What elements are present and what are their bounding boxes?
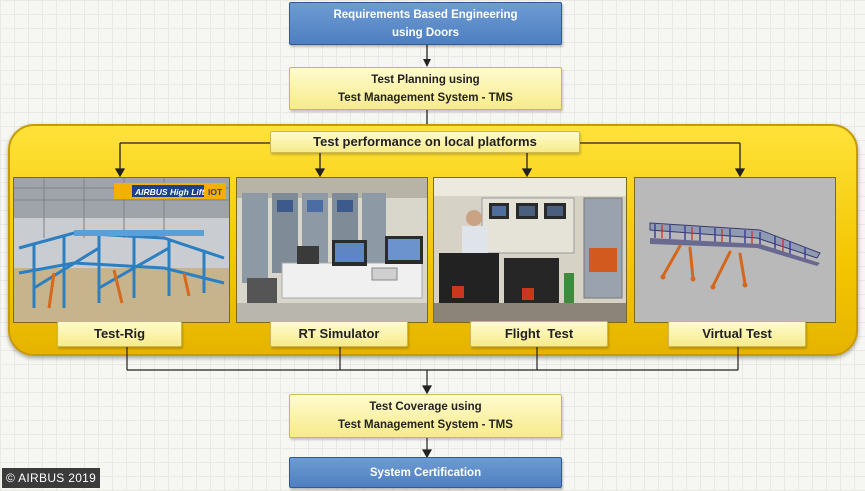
requirements-line-2: using Doors: [391, 26, 460, 39]
rt-simulator-photo: [236, 177, 428, 323]
virtual-test-photo: [634, 177, 836, 323]
coverage-line-2: Test Management System - TMS: [338, 419, 513, 431]
requirements-box: Requirements Based Engineering using Doo…: [289, 2, 562, 45]
platforms-header: Test performance on local platforms: [313, 134, 537, 149]
virtual-test-label-box: Virtual Test: [668, 321, 806, 347]
flight-test-label-box: Flight Test: [470, 321, 608, 347]
requirements-line-1: Requirements Based Engineering: [333, 8, 518, 21]
flight-test-label: Flight Test: [504, 326, 574, 341]
planning-line-2: Test Management System - TMS: [338, 91, 513, 104]
coverage-line-1: Test Coverage using: [369, 401, 482, 413]
test-rig-photo: AIRBUS High Lift IOT: [13, 177, 230, 323]
test-planning-box: Test Planning using Test Management Syst…: [289, 67, 562, 110]
test-rig-label: Test-Rig: [93, 326, 146, 341]
rt-simulator-label: RT Simulator: [298, 326, 380, 341]
virtual-test-label: Virtual Test: [702, 326, 772, 341]
copyright-notice: © AIRBUS 2019: [2, 468, 101, 488]
planning-line-1: Test Planning using: [371, 73, 480, 86]
test-coverage-box: Test Coverage using Test Management Syst…: [289, 394, 562, 438]
flight-test-photo: [433, 177, 627, 323]
test-rig-banner-text: AIRBUS High Lift: [134, 187, 206, 197]
system-certification-box: System Certification: [289, 457, 562, 488]
test-rig-banner-suffix: IOT: [208, 187, 223, 197]
test-rig-label-box: Test-Rig: [57, 321, 182, 347]
platforms-header-box: Test performance on local platforms: [270, 131, 580, 153]
rt-simulator-label-box: RT Simulator: [270, 321, 408, 347]
system-certification-label: System Certification: [369, 466, 482, 479]
